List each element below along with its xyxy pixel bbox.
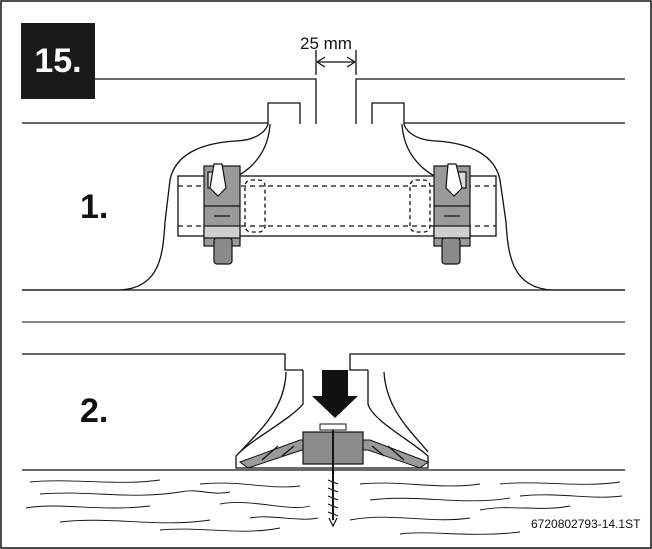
tube-end-right xyxy=(409,179,431,233)
step-1-label: 1. xyxy=(80,188,109,226)
dimension-label: 25 mm xyxy=(300,34,352,53)
screw-washer xyxy=(319,423,347,431)
clip-teeth-left xyxy=(261,445,295,461)
clip-teeth-right xyxy=(371,445,405,461)
down-arrow-icon xyxy=(312,370,358,418)
rail-top-right xyxy=(355,78,625,124)
foot-inner xyxy=(239,371,287,453)
rail-p2-left xyxy=(22,353,303,371)
bracket-outline xyxy=(22,122,269,291)
dimension-arrow-left xyxy=(316,56,326,68)
rail-p2-right xyxy=(349,353,625,371)
wood-grain xyxy=(25,479,623,535)
step-badge: 15. xyxy=(21,23,95,99)
reference-code: 6720802793-14.1ST xyxy=(531,517,641,531)
screw-thread xyxy=(327,479,339,517)
tube-body xyxy=(177,175,497,237)
rail-top-left xyxy=(95,78,317,124)
rail-second-right xyxy=(371,102,625,124)
tube-end-left xyxy=(244,179,266,233)
screw-tip xyxy=(328,517,338,528)
rail-second-left xyxy=(22,102,301,124)
step-2-label: 2. xyxy=(80,392,109,430)
clip-right xyxy=(433,163,471,265)
panel-1 xyxy=(22,50,625,291)
dimension-arrow-right xyxy=(346,56,356,68)
clip-left xyxy=(203,163,241,265)
foot-inner-right xyxy=(383,371,429,453)
bracket-outline-right xyxy=(403,122,625,291)
